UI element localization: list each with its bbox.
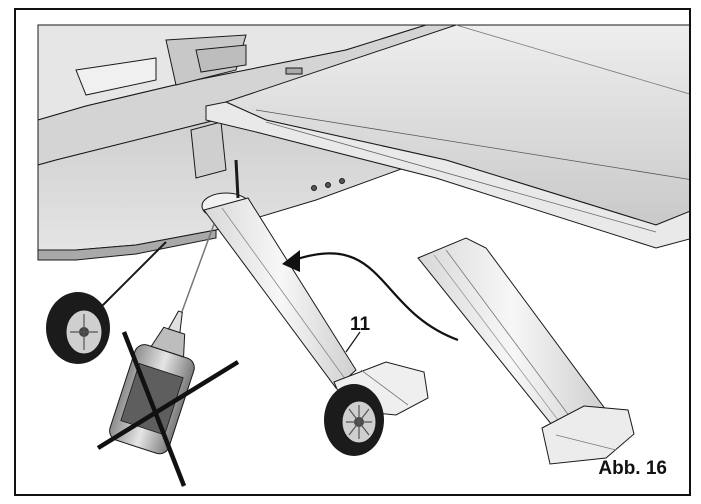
separate-gear-leg bbox=[417, 237, 635, 465]
curved-arrow-icon bbox=[282, 250, 459, 342]
figure-frame: 11 Abb. 16 bbox=[14, 8, 691, 496]
left-wheel bbox=[46, 241, 167, 364]
part-number-label: 11 bbox=[350, 314, 371, 335]
crossed-out-glue-bottle-icon bbox=[96, 223, 240, 487]
landing-gear-illustration bbox=[37, 24, 689, 487]
mounted-wheel bbox=[324, 384, 384, 456]
wing bbox=[205, 24, 689, 249]
part-leader-line bbox=[345, 331, 361, 353]
figure-caption: Abb. 16 bbox=[598, 458, 667, 479]
